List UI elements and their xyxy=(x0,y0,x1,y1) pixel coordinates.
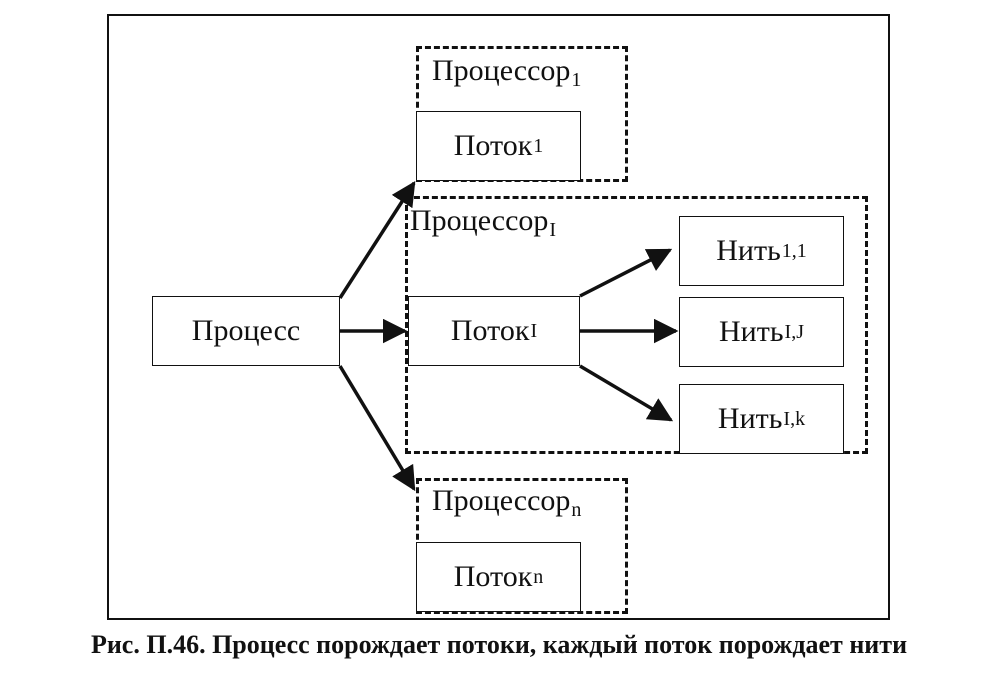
processor-i-label: ПроцессорI xyxy=(410,204,557,241)
figure-caption: Рис. П.46. Процесс порождает потоки, каж… xyxy=(90,630,908,659)
processor-1-label: Процессор1 xyxy=(432,54,582,91)
diagram-frame xyxy=(107,14,890,620)
processor-n-label: Процессорn xyxy=(432,484,582,521)
process-box: Процесс xyxy=(152,296,340,366)
